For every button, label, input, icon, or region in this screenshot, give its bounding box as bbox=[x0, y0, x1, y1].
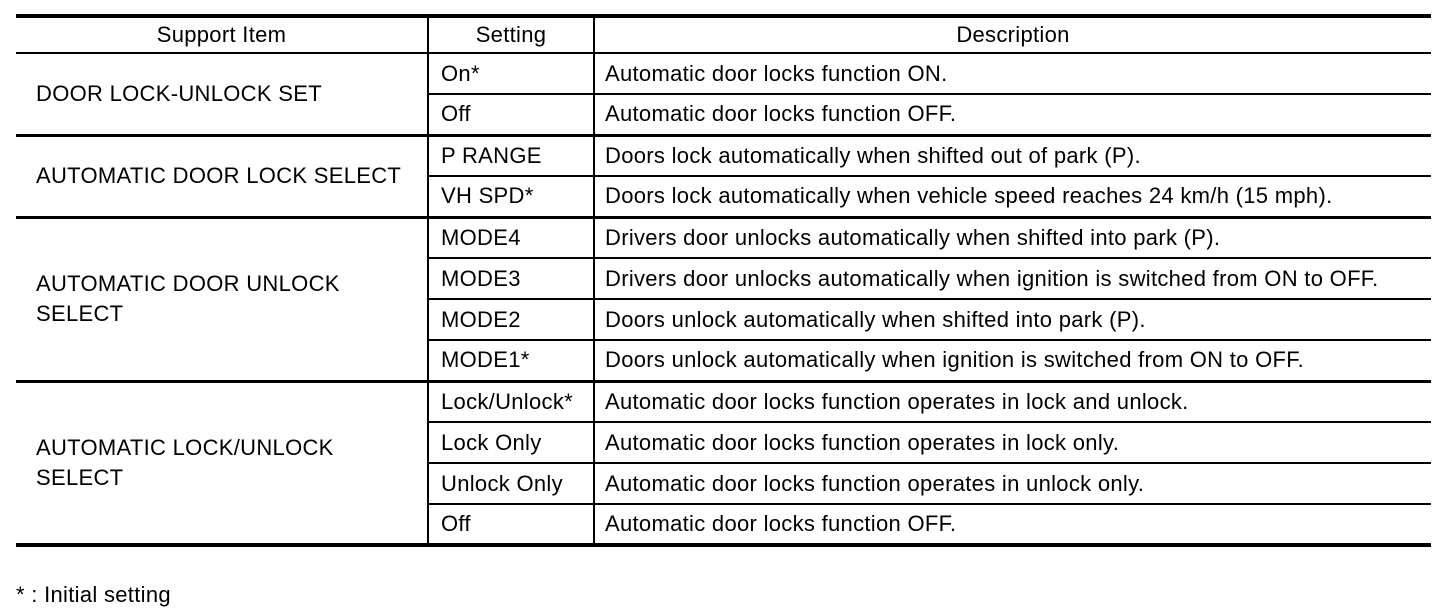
description-cell: Automatic door locks function operates i… bbox=[594, 379, 1431, 422]
support-item-cell: DOOR LOCK-UNLOCK SET bbox=[36, 80, 322, 106]
description-cell: Doors unlock automatically when ignition… bbox=[594, 339, 1431, 381]
table-row: Off Automatic door locks function OFF. bbox=[16, 503, 1431, 545]
description-cell: Doors lock automatically when shifted ou… bbox=[594, 133, 1431, 176]
table-row: AUTOMATIC DOOR LOCK SELECT P RANGE Doors… bbox=[16, 133, 1431, 217]
support-item-cell: AUTOMATIC LOCK/UNLOCK SELECT bbox=[16, 379, 428, 545]
setting-cell: Off bbox=[427, 503, 595, 545]
table-row: MODE1* Doors unlock automatically when i… bbox=[16, 339, 1431, 381]
setting-cell: Unlock Only bbox=[427, 462, 595, 504]
table-row: MODE2 Doors unlock automatically when sh… bbox=[16, 298, 1431, 340]
table-row: Unlock Only Automatic door locks functio… bbox=[16, 462, 1431, 504]
description-cell: Automatic door locks function ON. bbox=[605, 60, 948, 86]
table-row: AUTOMATIC LOCK/UNLOCK SELECT Lock/Unlock… bbox=[16, 379, 1431, 545]
setting-cell: MODE4 bbox=[427, 215, 595, 258]
table-row: VH SPD* Doors lock automatically when ve… bbox=[16, 175, 1431, 217]
setting-cell: Lock Only bbox=[427, 421, 595, 463]
table-row: AUTOMATIC DOOR UNLOCK SELECT MODE4 Drive… bbox=[16, 215, 1431, 381]
table-row: MODE3 Drivers door unlocks automatically… bbox=[16, 257, 1431, 299]
setting-cell: MODE1* bbox=[427, 339, 595, 381]
table-header-row: Support Item Setting Description bbox=[16, 16, 1431, 54]
footnote: * : Initial setting bbox=[16, 582, 171, 607]
header-support-item: Support Item bbox=[16, 16, 428, 54]
setting-cell: Off bbox=[427, 93, 595, 135]
description-cell: Doors unlock automatically when shifted … bbox=[594, 298, 1431, 340]
description-cell: Automatic door locks function operates i… bbox=[594, 462, 1431, 504]
description-cell: Automatic door locks function operates i… bbox=[594, 421, 1431, 463]
setting-cell: P RANGE bbox=[427, 133, 595, 176]
support-item-cell: AUTOMATIC DOOR UNLOCK SELECT bbox=[16, 215, 428, 381]
table-row: Off Automatic door locks function OFF. bbox=[16, 93, 1431, 135]
support-settings-table: Support Item Setting Description DOOR LO… bbox=[16, 14, 1431, 547]
table-row: DOOR LOCK-UNLOCK SET On* Automatic door … bbox=[16, 53, 1431, 106]
description-cell: Drivers door unlocks automatically when … bbox=[594, 215, 1431, 258]
setting-cell: On* bbox=[427, 53, 595, 94]
description-cell: Automatic door locks function OFF. bbox=[594, 93, 1431, 135]
support-item-cell: AUTOMATIC DOOR LOCK SELECT bbox=[16, 133, 428, 217]
setting-cell: MODE3 bbox=[427, 257, 595, 299]
setting-cell: VH SPD* bbox=[427, 175, 595, 217]
header-setting: Setting bbox=[427, 16, 595, 54]
description-cell: Drivers door unlocks automatically when … bbox=[594, 257, 1431, 299]
description-cell: Doors lock automatically when vehicle sp… bbox=[594, 175, 1431, 217]
setting-cell: Lock/Unlock* bbox=[427, 379, 595, 422]
table-row: Lock Only Automatic door locks function … bbox=[16, 421, 1431, 463]
header-description: Description bbox=[594, 16, 1431, 54]
setting-cell: MODE2 bbox=[427, 298, 595, 340]
description-cell: Automatic door locks function OFF. bbox=[594, 503, 1431, 545]
